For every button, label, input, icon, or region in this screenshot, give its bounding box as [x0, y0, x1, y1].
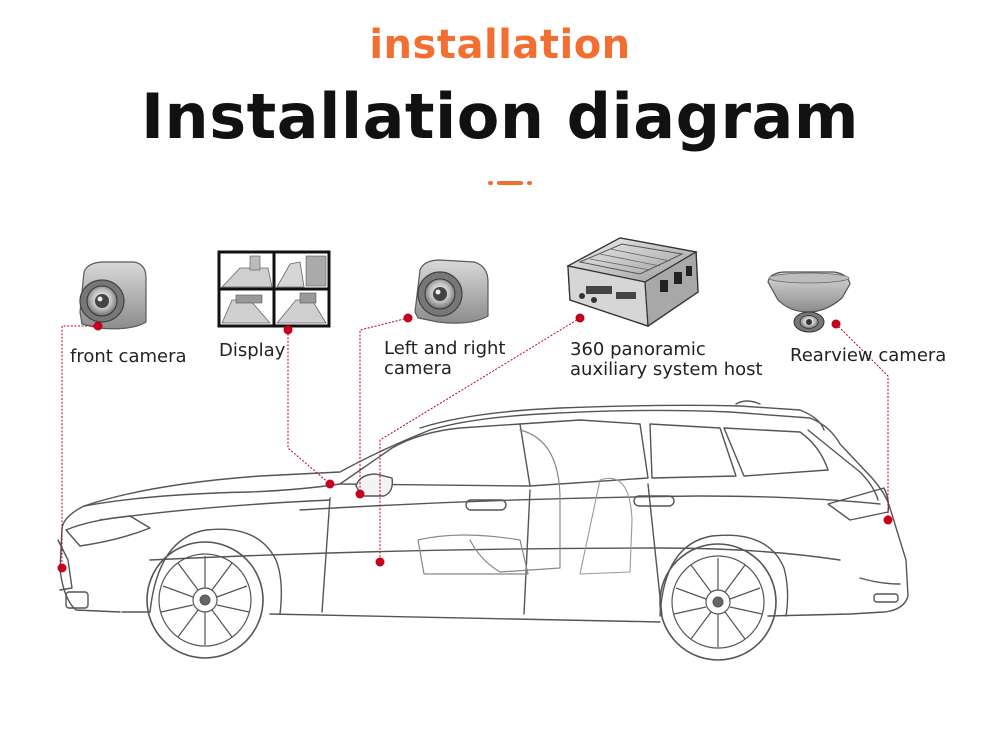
label-host-line1: 360 panoramic	[570, 339, 706, 360]
label-side-camera: Left and right camera	[384, 339, 505, 379]
label-host-line2: auxiliary system host	[570, 359, 763, 380]
leader-host	[379, 317, 581, 562]
label-display: Display	[219, 340, 286, 361]
label-side-camera-line2: camera	[384, 358, 452, 379]
side-camera-icon	[414, 259, 489, 324]
leader-dots	[57, 313, 893, 573]
page-title: Installation diagram	[140, 80, 859, 153]
leader-rear-camera	[835, 323, 889, 520]
label-host: 360 panoramic auxiliary system host	[570, 340, 763, 380]
leader-lines	[61, 317, 889, 568]
car-illustration	[57, 400, 909, 623]
leader-front-camera	[61, 325, 98, 568]
leader-display	[287, 330, 331, 485]
display-quad-view-icon	[217, 250, 331, 328]
front-camera-icon	[79, 261, 147, 330]
rear-wheel	[659, 543, 777, 661]
title-divider	[488, 181, 538, 185]
host-box-icon	[566, 237, 699, 328]
label-rear-camera: Rearview camera	[790, 345, 947, 366]
leader-side-camera	[359, 317, 409, 494]
rear-camera-icon	[767, 271, 851, 333]
front-wheel	[146, 541, 264, 659]
label-side-camera-line1: Left and right	[384, 338, 506, 359]
label-front-camera: front camera	[70, 346, 187, 367]
section-overline: installation	[369, 22, 631, 68]
